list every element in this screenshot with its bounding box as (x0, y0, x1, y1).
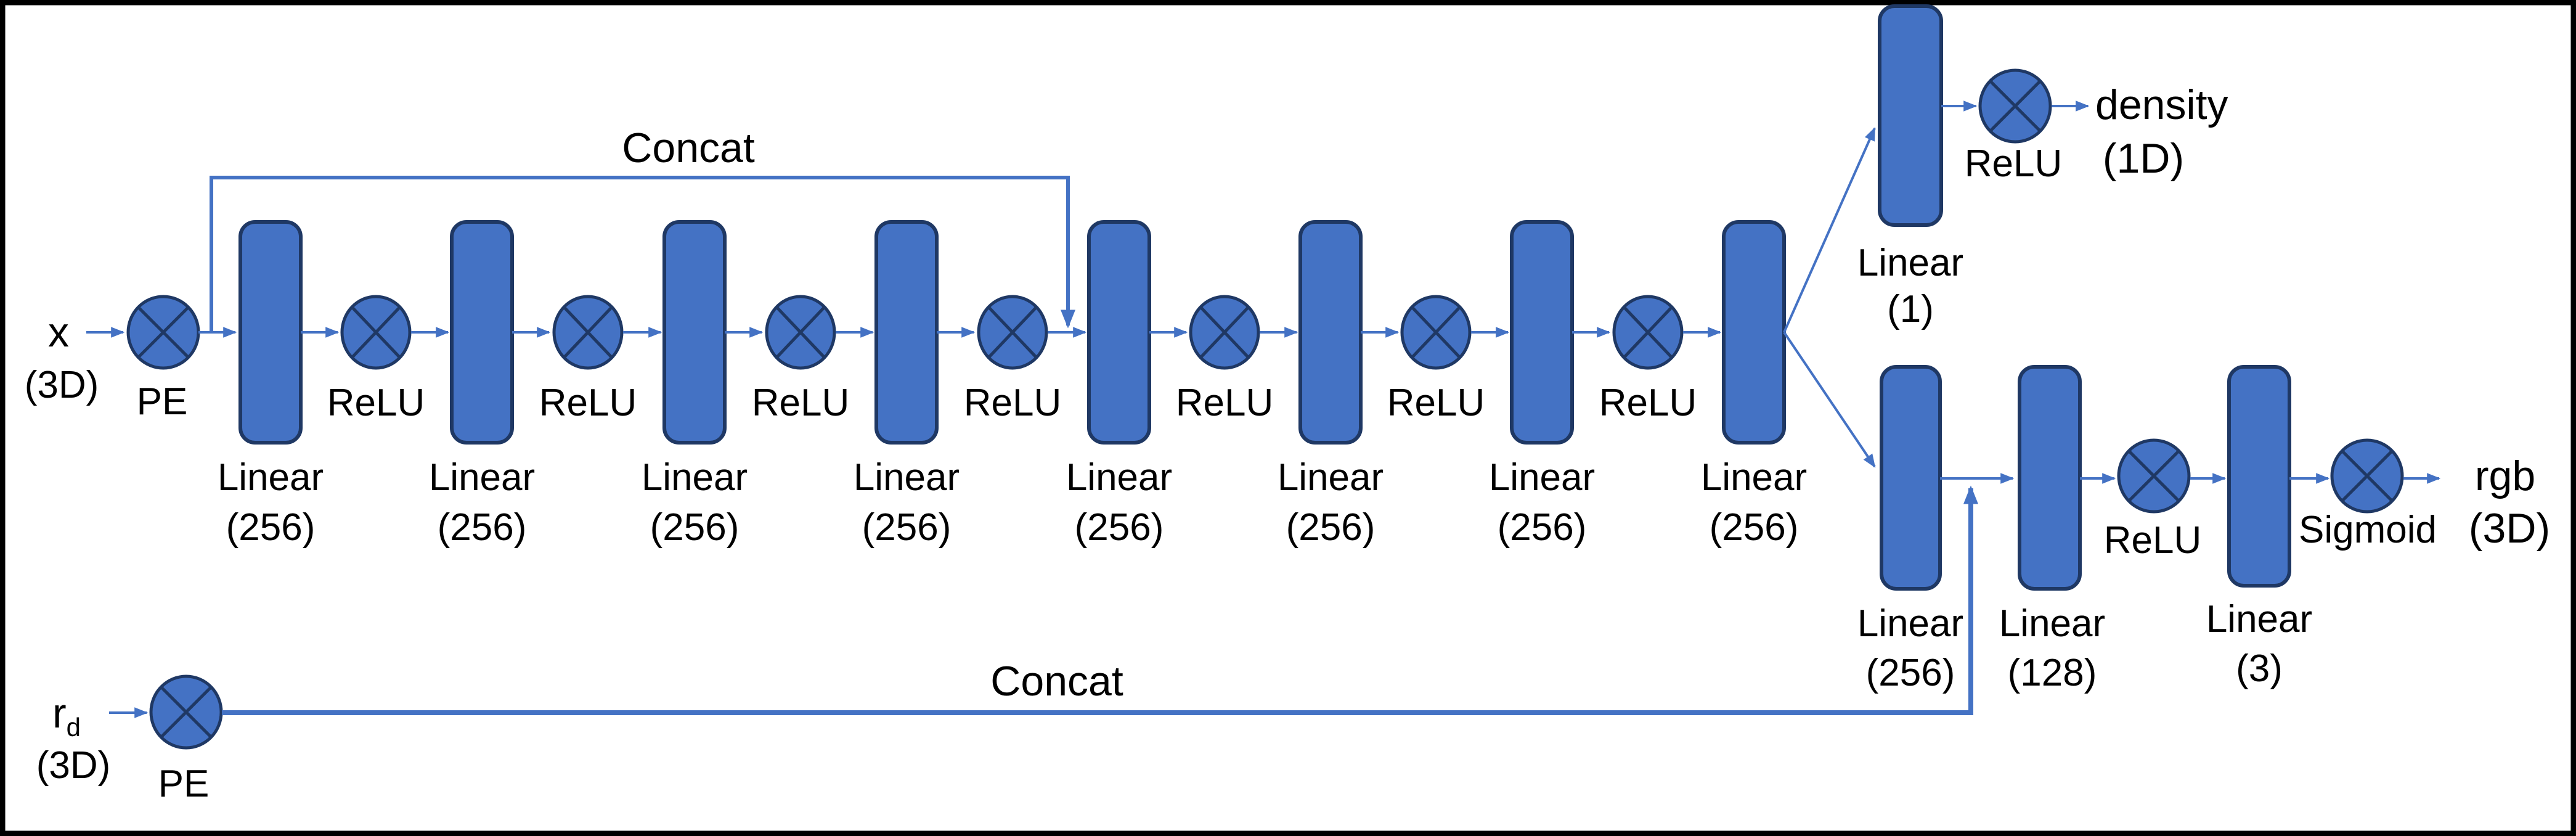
trunk-linear-block-1 (238, 220, 303, 445)
trunk-block-8-size: (256) (1710, 506, 1799, 549)
arrow-trunk-to-color-head (1783, 331, 1876, 468)
input-rd-subscript: d (67, 713, 81, 742)
density-output-label: density (2095, 81, 2228, 128)
pe-position-label: PE (137, 380, 188, 423)
trunk-linear-block-3 (662, 220, 727, 445)
trunk-relu-2-label: ReLU (539, 382, 637, 424)
input-rd-dim-label: (3D) (36, 744, 111, 787)
trunk-block-3-size: (256) (650, 506, 740, 549)
color-block-2-size: (128) (2008, 652, 2097, 694)
trunk-relu-icon-6 (1400, 295, 1472, 370)
rgb-output-label: rgb (2475, 453, 2535, 499)
rgb-output-dim-label: (3D) (2469, 505, 2550, 552)
color-linear128-block (2018, 365, 2082, 591)
trunk-block-1-size: (256) (226, 506, 316, 549)
trunk-relu-3-label: ReLU (752, 382, 850, 424)
input-rd-label: rd (52, 690, 81, 742)
color-block-2-name: Linear (1999, 602, 2105, 645)
density-block-size: (1) (1887, 288, 1934, 330)
pe-direction-label: PE (158, 763, 210, 805)
color-relu-icon (2117, 438, 2191, 514)
trunk-block-6-size: (256) (1286, 506, 1376, 549)
trunk-linear-block-5 (1087, 220, 1151, 445)
arrow-trunk-to-density-head (1783, 126, 1876, 333)
sigmoid-icon (2330, 438, 2404, 514)
trunk-relu-6-label: ReLU (1387, 382, 1485, 424)
color-block-3-name: Linear (2206, 598, 2312, 641)
trunk-relu-1-label: ReLU (327, 382, 425, 424)
trunk-block-4-name: Linear (854, 456, 960, 499)
trunk-relu-5-label: ReLU (1176, 382, 1274, 424)
skip-connection-direction (222, 485, 1978, 715)
input-x-dim-label: (3D) (25, 364, 99, 406)
color-block-1-name: Linear (1857, 602, 1963, 645)
trunk-relu-icon-1 (340, 295, 412, 370)
trunk-block-3-name: Linear (642, 456, 748, 499)
color-linear256-block (1880, 365, 1942, 591)
trunk-block-5-name: Linear (1066, 456, 1172, 499)
trunk-linear-block-7 (1510, 220, 1574, 445)
density-relu-label: ReLU (1965, 142, 2063, 185)
trunk-block-2-size: (256) (438, 506, 527, 549)
input-x-label: x (48, 309, 69, 356)
trunk-linear-block-6 (1298, 220, 1363, 445)
trunk-block-8-name: Linear (1701, 456, 1807, 499)
trunk-linear-block-8 (1722, 220, 1786, 445)
trunk-block-5-size: (256) (1075, 506, 1164, 549)
color-relu-label: ReLU (2104, 519, 2202, 562)
pe-direction-icon (149, 674, 223, 750)
skip-connection-position (210, 176, 1075, 332)
trunk-block-6-name: Linear (1278, 456, 1384, 499)
trunk-relu-icon-2 (552, 295, 624, 370)
density-block-name: Linear (1857, 242, 1963, 284)
trunk-relu-icon-5 (1189, 295, 1260, 370)
color-block-1-size: (256) (1866, 652, 1955, 694)
trunk-relu-icon-4 (977, 295, 1048, 370)
trunk-relu-icon-7 (1612, 295, 1684, 370)
sigmoid-label: Sigmoid (2299, 509, 2437, 551)
color-block-3-size: (3) (2236, 647, 2283, 690)
trunk-block-2-name: Linear (429, 456, 535, 499)
trunk-block-7-name: Linear (1489, 456, 1595, 499)
trunk-relu-7-label: ReLU (1599, 382, 1697, 424)
density-relu-icon (1978, 68, 2052, 144)
skip-concat-label: Concat (622, 125, 755, 171)
trunk-block-4-size: (256) (862, 506, 952, 549)
trunk-block-1-name: Linear (218, 456, 324, 499)
skip-concat-direction-label: Concat (990, 658, 1123, 705)
trunk-relu-icon-3 (765, 295, 836, 370)
density-output-dim-label: (1D) (2103, 135, 2184, 182)
trunk-linear-block-2 (450, 220, 514, 445)
pe-position-icon (126, 295, 200, 370)
density-linear-block (1878, 4, 1943, 227)
color-linear3-block (2227, 365, 2291, 588)
trunk-block-7-size: (256) (1498, 506, 1587, 549)
trunk-relu-4-label: ReLU (964, 382, 1062, 424)
input-rd-base: r (52, 690, 67, 737)
trunk-linear-block-4 (874, 220, 939, 445)
